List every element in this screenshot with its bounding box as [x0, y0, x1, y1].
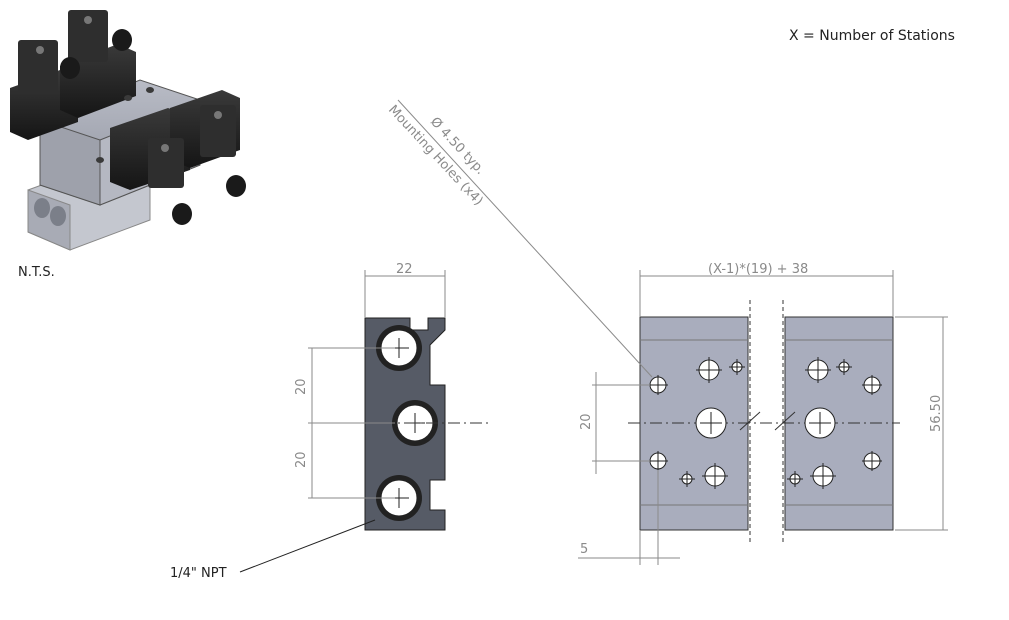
top-view-dimensions	[578, 270, 948, 565]
npt-label: 1/4" NPT	[170, 566, 227, 581]
port-upper	[376, 325, 422, 371]
mounting-hole-br	[862, 451, 882, 471]
number-of-stations-note: X = Number of Stations	[789, 28, 955, 44]
scale-note: N.T.S.	[18, 265, 55, 280]
dim-port-pitch-upper: 20	[294, 378, 309, 395]
top-view	[628, 300, 900, 545]
dim-edge-offset: 5	[580, 542, 588, 557]
end-view	[360, 317, 490, 531]
dim-overall-length: (X-1)*(19) + 38	[708, 262, 808, 277]
dim-port-pitch-lower: 20	[294, 451, 309, 468]
end-view-dimensions	[308, 270, 446, 499]
dim-hole-spacing: 20	[579, 413, 594, 430]
mounting-holes-leader	[397, 99, 653, 378]
dim-end-width: 22	[396, 262, 413, 277]
dim-height: 56.50	[929, 395, 944, 432]
mounting-hole-bl	[648, 451, 668, 471]
isometric-valve-render	[10, 10, 246, 251]
mounting-hole-tr	[862, 375, 882, 395]
npt-leader	[239, 519, 376, 573]
